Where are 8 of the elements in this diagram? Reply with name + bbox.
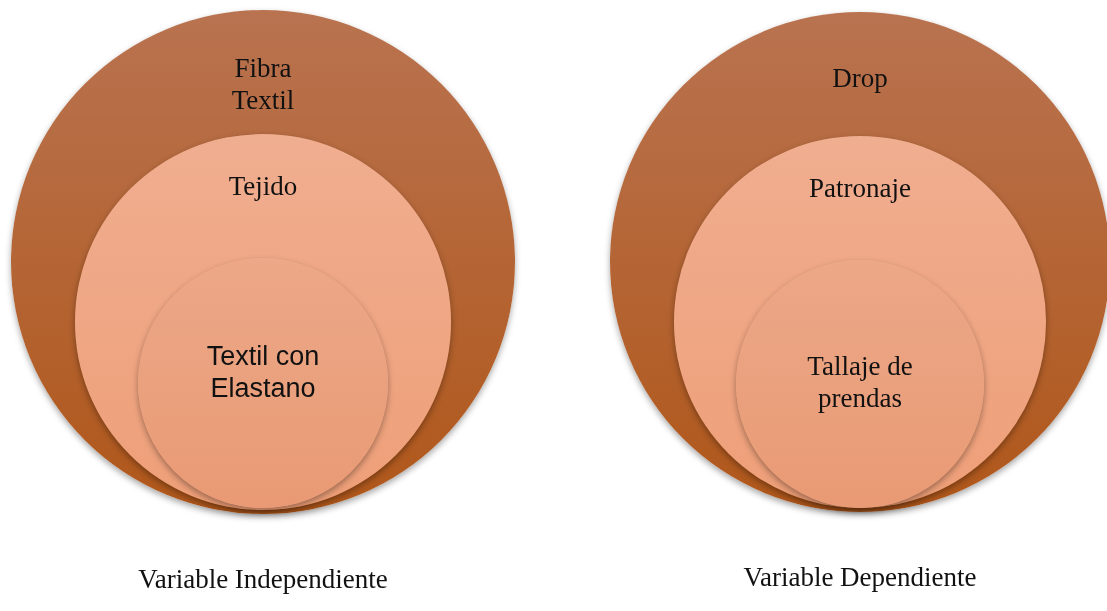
circle-label: Textil con Elastano: [205, 340, 321, 404]
circle-label: Variable Independiente: [137, 564, 389, 595]
circle-label: Tejido: [227, 170, 299, 202]
circle-label: Tallaje de prendas: [806, 350, 914, 414]
circle-label: Drop: [831, 62, 889, 94]
circle-label: Patronaje: [808, 172, 912, 204]
circle-label: Variable Dependiente: [742, 562, 978, 593]
circle-label: Fibra Textil: [230, 52, 296, 116]
